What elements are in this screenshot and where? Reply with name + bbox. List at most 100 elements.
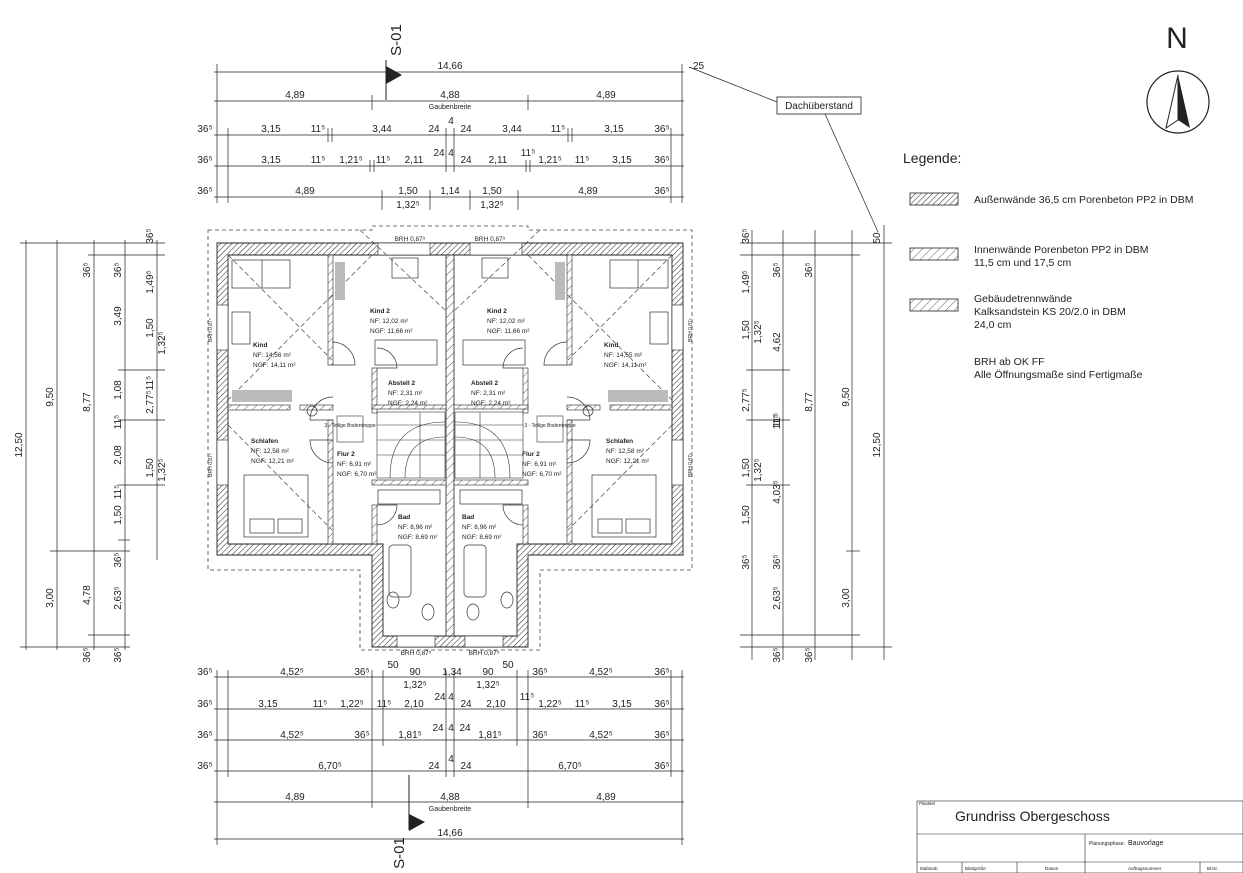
legend-swatch-party-wall — [909, 298, 959, 312]
north-arrow-icon — [1146, 70, 1210, 134]
dim-right-c2-0: 36⁵ — [772, 262, 783, 277]
north-label: N — [1166, 22, 1188, 55]
legend-item-3-line-2: Kalksandstein KS 20/2.0 in DBM — [974, 306, 1126, 318]
dim-bot-r1-9: 50 — [502, 660, 514, 671]
overhang-value: 25 — [693, 61, 705, 72]
dimension-labels-bottom: 36⁵ 4,52⁵ 36⁵ 50 90 1,32⁵ 1,34 90 1,32⁵ … — [197, 660, 669, 839]
dim-left-c2-1: 3,00 — [45, 588, 56, 608]
dim-left-c1-0: 12,50 — [14, 432, 25, 457]
door-swings — [309, 341, 591, 526]
roof-slope-lines — [227, 229, 673, 531]
legend-item-3-line-1: Gebäudetrennwände — [974, 293, 1072, 305]
dormer-label-top: Gaubenbreite — [429, 104, 472, 111]
room-ngf: NGF: 8,69 m² — [462, 534, 502, 541]
dim-left-c4-9: 36⁵ — [113, 647, 124, 662]
dim-top-r3-4: 11⁵ — [376, 155, 391, 166]
dimension-labels-left: 12,50 9,50 3,00 36⁵ 8,77 4,78 36⁵ 36⁵ 3,… — [14, 228, 168, 662]
legend-item-2-line-1: Innenwände Porenbeton PP2 in DBM — [974, 244, 1149, 256]
dim-bot-r2-2: 11⁵ — [313, 699, 328, 710]
dim-top-total: 14,66 — [437, 61, 462, 72]
dim-bot-r2-10: 11⁵ — [520, 692, 535, 703]
dim-bot-total: 14,66 — [437, 828, 462, 839]
dim-bot-r4-2: 24 — [428, 761, 440, 772]
interior-walls-left — [227, 254, 447, 545]
dim-bot-r4-6: 36⁵ — [654, 761, 669, 772]
dim-bot-r4-3: 4 — [448, 754, 454, 765]
dim-top-r2-9: 3,15 — [604, 124, 624, 135]
room-abstell-left: Abstell 2 NF: 2,31 m² NGF: 2,24 m² — [388, 380, 428, 407]
dim-right-c1-11: 36⁵ — [772, 647, 783, 662]
dim-left-c5-7: 1,32⁵ — [157, 458, 168, 482]
legend-swatch-exterior — [909, 192, 959, 206]
dim-top-r4-1: 4,89 — [295, 186, 315, 197]
dim-right-c4-0: 9,50 — [841, 387, 852, 407]
tb-col-sheet-size: Blattgröße — [965, 866, 986, 871]
dim-bot-r3-10: 36⁵ — [654, 730, 669, 741]
dormer-label-bottom: Gaubenbreite — [429, 806, 472, 813]
room-nf: NF: 2,31 m² — [471, 390, 506, 397]
dim-top-r2-3: 3,44 — [372, 124, 392, 135]
brh-bad-left: BRH 0,87⁵ — [401, 650, 432, 657]
dim-bot-r3-9: 4,52⁵ — [589, 730, 613, 741]
room-name: Kind — [604, 342, 618, 349]
dim-bot-r2-13: 3,15 — [612, 699, 632, 710]
dim-bot-r1-3: 50 — [387, 660, 399, 671]
section-label-bottom: S-01 — [391, 837, 408, 869]
dim-bot-r1-4: 90 — [409, 667, 421, 678]
dim-top-r3-2: 11⁵ — [311, 155, 326, 166]
dim-bot-r1-2: 36⁵ — [354, 667, 369, 678]
dim-bot-r2-6: 24 — [434, 692, 446, 703]
dim-top-r2-8: 11⁵ — [551, 124, 566, 135]
dim-top-r2-4: 24 — [428, 124, 440, 135]
party-wall — [445, 254, 455, 637]
dim-bot-r1-10: 36⁵ — [532, 667, 547, 678]
planning-phase-value: Bauvorlage — [1128, 840, 1164, 847]
room-abstell-right: Abstell 2 NF: 2,31 m² NGF: 2,24 m² — [471, 380, 511, 407]
room-nf: NF: 6,91 m² — [522, 461, 557, 468]
dim-top-r2-5: 4 — [448, 116, 454, 127]
room-name: Schlafen — [251, 438, 278, 445]
dim-left-c3-3: 36⁵ — [82, 647, 93, 662]
dim-right-c1-7: 1,32⁵ — [753, 458, 764, 482]
north-indicator: N — [1146, 22, 1210, 134]
room-nf: NF: 8,96 m² — [398, 524, 433, 531]
dim-top-r3-11: 1,21⁵ — [538, 155, 562, 166]
dim-right-c1-8: 1,50 — [741, 505, 752, 525]
dim-bot-r4-5: 6,70⁵ — [558, 761, 582, 772]
room-nf: NF: 12,58 m² — [606, 448, 645, 455]
dim-bot-r2-12: 11⁵ — [575, 699, 590, 710]
dim-top-r3-14: 36⁵ — [654, 155, 669, 166]
planning-phase-label: Planungsphase: — [1089, 841, 1125, 847]
legend-item-3-line-3: 24,0 cm — [974, 319, 1012, 331]
dim-right-c3-2: 36⁵ — [804, 647, 815, 662]
dim-top-r4-2: 1,50 — [398, 186, 418, 197]
dim-bot-r1-5: 1,32⁵ — [403, 680, 427, 691]
dim-bot-r2-8: 24 — [460, 699, 472, 710]
dim-right-c1-10: 2,63⁵ — [772, 586, 783, 610]
dim-bot-r2-5: 2,10 — [404, 699, 424, 710]
dimension-labels-top: 14,66 4,89 4,88 4,89 Gaubenbreite 36⁵ 3,… — [197, 61, 669, 211]
dim-right-c1-1: 1,49⁵ — [741, 270, 752, 294]
room-ngf: NGF: 8,69 m² — [398, 534, 438, 541]
room-ngf: NGF: 14,11 m² — [253, 362, 296, 369]
dim-bot-r3-3: 1,81⁵ — [398, 730, 422, 741]
room-name: Flur 2 — [522, 451, 540, 458]
dim-left-c3-1: 8,77 — [82, 392, 93, 412]
dim-top-r4-8: 36⁵ — [654, 186, 669, 197]
drawing-title: Grundriss Obergeschoss — [955, 808, 1110, 824]
dim-top-r1-0: 4,89 — [285, 90, 305, 101]
room-kind-left: Kind NF: 14,56 m² NGF: 14,11 m² — [253, 342, 296, 369]
dim-top-r3-13: 3,15 — [612, 155, 632, 166]
room-name: Bad — [398, 514, 410, 521]
dim-bot-r3-6: 24 — [459, 723, 471, 734]
dim-right-c2-3: 4,03⁵ — [772, 480, 783, 504]
room-ngf: NGF: 12,21 m² — [606, 458, 650, 465]
dim-top-r3-6: 24 — [433, 148, 445, 159]
dim-right-c5-0: 50 — [872, 232, 883, 244]
room-nf: NF: 14,56 m² — [253, 352, 292, 359]
dim-bot-r3-0: 36⁵ — [197, 730, 212, 741]
dim-bot-r1-11: 4,52⁵ — [589, 667, 613, 678]
dim-top-r1-1: 4,88 — [440, 90, 460, 101]
dim-right-c2-4: 36⁵ — [772, 554, 783, 569]
